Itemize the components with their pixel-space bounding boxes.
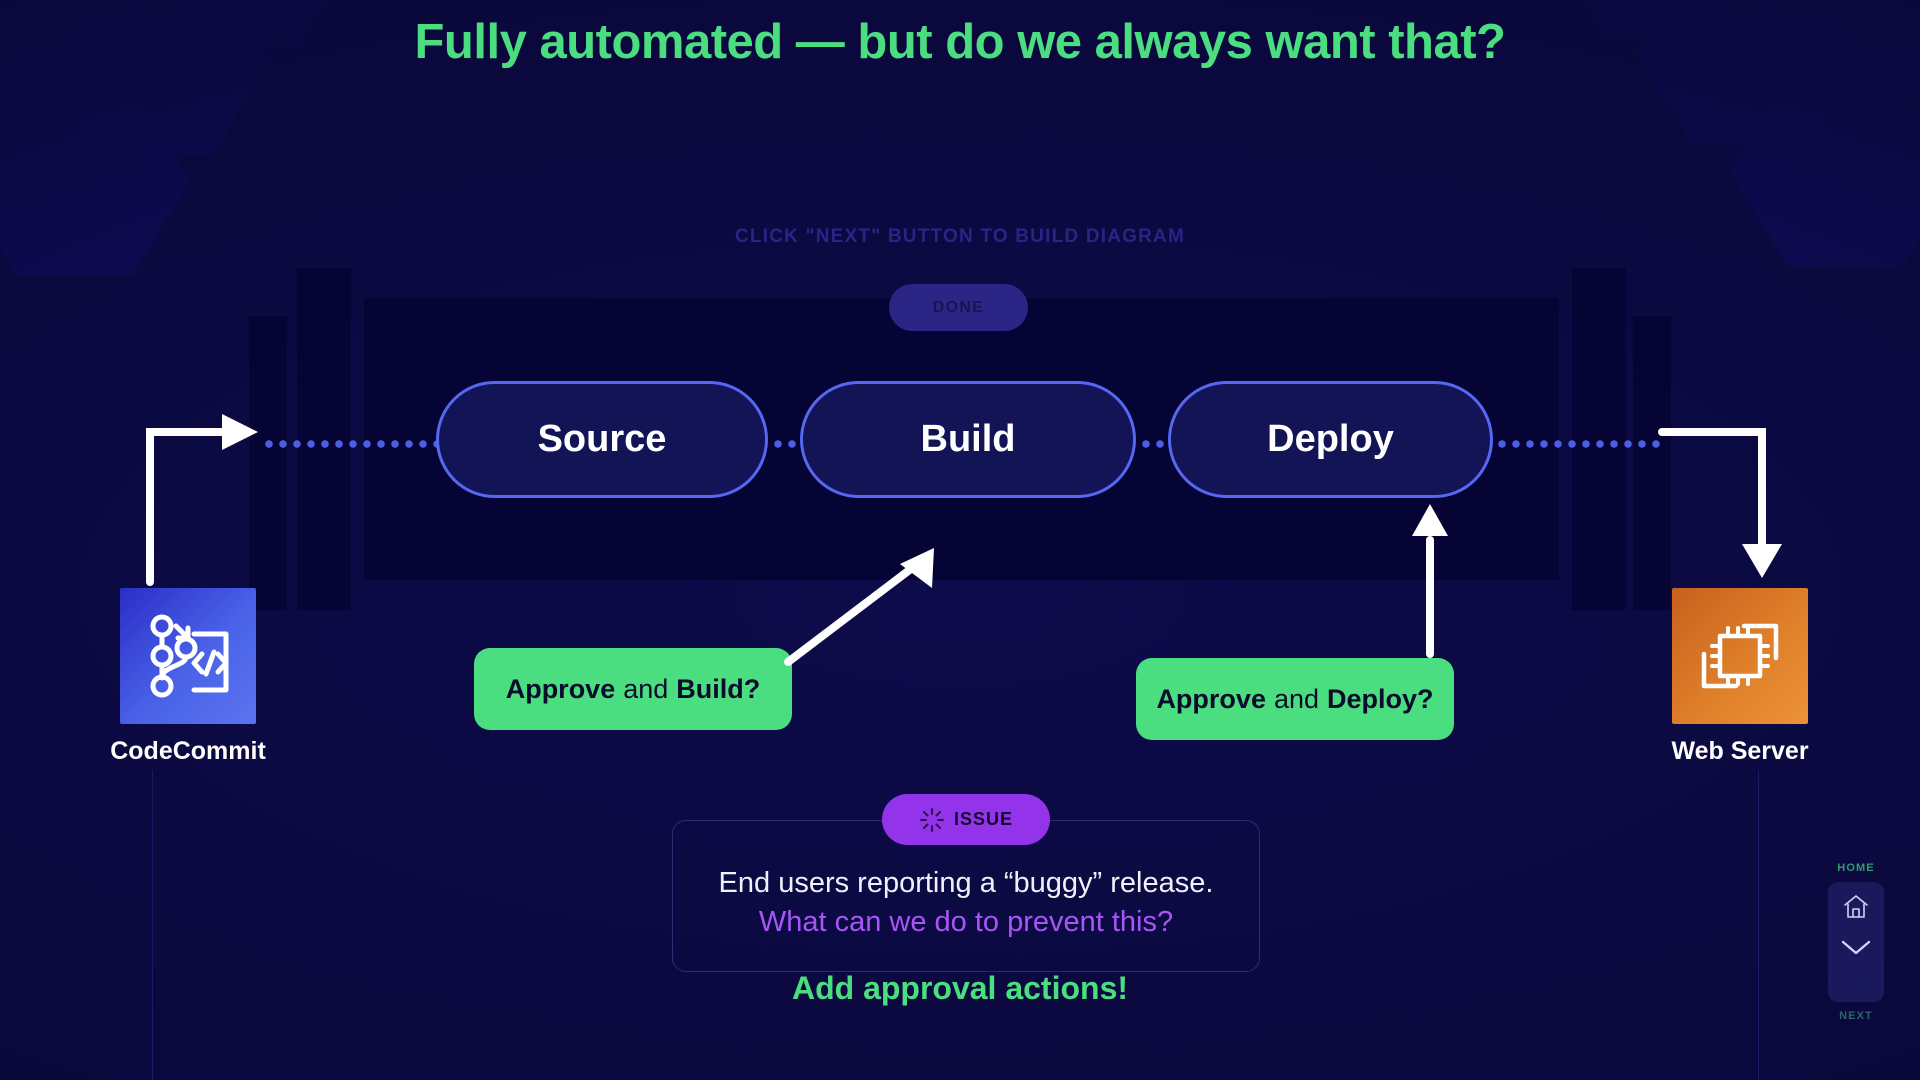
chevron-down-icon[interactable] xyxy=(1839,936,1873,958)
home-label: HOME xyxy=(1837,862,1875,874)
panel-bar xyxy=(1633,316,1671,610)
issue-line-1: End users reporting a “buggy” release. xyxy=(718,867,1214,899)
issue-line-2: What can we do to prevent this? xyxy=(758,906,1174,938)
codecommit-icon xyxy=(120,588,256,724)
pipeline-stage-deploy[interactable]: Deploy xyxy=(1168,381,1493,498)
approval-callout-build[interactable]: Approve and Build? xyxy=(474,648,792,730)
panel-bar xyxy=(249,316,287,610)
pipeline-stage-source[interactable]: Source xyxy=(436,381,768,498)
dotted-connector xyxy=(262,439,439,449)
arrow-codecommit-to-source xyxy=(146,414,258,586)
issue-badge-label: ISSUE xyxy=(953,809,1014,829)
service-label: CodeCommit xyxy=(110,737,266,765)
approval-strong-1: Approve xyxy=(1156,683,1266,714)
guide-line xyxy=(152,770,153,1080)
service-label: Web Server xyxy=(1671,737,1809,765)
approval-mid-1: and xyxy=(1273,683,1320,714)
build-diagram-hint: CLICK "NEXT" BUTTON TO BUILD DIAGRAM xyxy=(734,226,1185,247)
nav-panel xyxy=(1828,882,1884,1002)
done-button[interactable]: DONE xyxy=(889,284,1028,331)
arrow-deploy-to-webserver xyxy=(1658,428,1782,578)
dotted-connector xyxy=(1495,439,1660,449)
page-title: Fully automated — but do we always want … xyxy=(414,15,1506,69)
approval-strong-2: Deploy? xyxy=(1327,683,1434,714)
spinner-icon xyxy=(919,807,945,833)
next-label[interactable]: NEXT xyxy=(1839,1010,1873,1022)
approval-strong-1: Approve xyxy=(505,673,616,704)
approval-callout-deploy[interactable]: Approve and Deploy? xyxy=(1136,658,1454,740)
ec2-chip-icon xyxy=(1672,588,1808,724)
pipeline-stage-build[interactable]: Build xyxy=(800,381,1136,498)
home-icon[interactable] xyxy=(1841,892,1871,922)
guide-line xyxy=(1758,770,1759,1080)
approval-mid-1: and xyxy=(623,673,669,704)
service-codecommit[interactable]: CodeCommit xyxy=(110,588,266,766)
issue-badge: ISSUE xyxy=(882,794,1050,845)
issue-call-to-action: Add approval actions! xyxy=(791,970,1129,1006)
slide-navigation: HOME NEXT xyxy=(1810,862,1902,1022)
service-webserver[interactable]: Web Server xyxy=(1671,588,1809,766)
approval-strong-2: Build? xyxy=(676,673,761,704)
